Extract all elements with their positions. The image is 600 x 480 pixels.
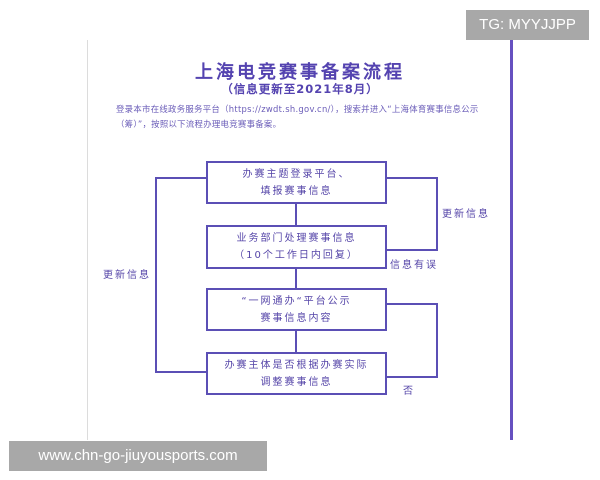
step-3-line2: 赛事信息内容	[260, 312, 333, 324]
step-1-line2: 填报赛事信息	[260, 185, 333, 197]
right-loop-top-v	[436, 177, 438, 251]
left-divider	[87, 40, 88, 440]
step-4-line1: 办赛主体是否根据办赛实际	[224, 359, 369, 371]
step-1-line1: 办赛主题登录平台、	[242, 168, 351, 180]
left-loop-h1	[155, 177, 207, 179]
label-info-error: 信息有误	[390, 260, 438, 271]
connector-1-2	[295, 202, 297, 226]
step-4-box: 办赛主体是否根据办赛实际 调整赛事信息	[206, 352, 387, 395]
step-3-line1: “一网通办“平台公示	[241, 295, 352, 307]
right-accent-bar	[510, 40, 513, 440]
left-loop-h2	[155, 371, 207, 373]
intro-text: 登录本市在线政务服务平台（https://zwdt.sh.gov.cn/），搜索…	[116, 104, 479, 129]
connector-2-3	[295, 267, 297, 289]
right-loop-top-h2	[385, 249, 438, 251]
step-3-box: “一网通办“平台公示 赛事信息内容	[206, 288, 387, 331]
step-2-line2: （10个工作日内回复）	[234, 250, 359, 261]
right-loop-top-h1	[385, 177, 438, 179]
page-title: 上海电竞赛事备案流程	[195, 62, 405, 83]
watermark-bottom-left: www.chn-go-jiuyousports.com	[9, 441, 267, 471]
step-2-line1: 业务部门处理赛事信息	[236, 233, 357, 244]
right-loop-bottom-h1	[385, 303, 438, 305]
step-4-line2: 调整赛事信息	[260, 376, 333, 388]
watermark-top-right: TG: MYYJJPP	[466, 10, 589, 40]
label-update-info-left: 更新信息	[103, 270, 151, 281]
right-loop-bottom-h2	[385, 376, 438, 378]
right-loop-bottom-v	[436, 303, 438, 378]
label-update-info-right: 更新信息	[442, 209, 490, 220]
step-2-box: 业务部门处理赛事信息 （10个工作日内回复）	[206, 225, 387, 269]
page-subtitle: （信息更新至2021年8月）	[221, 82, 379, 96]
label-no: 否	[403, 386, 415, 397]
connector-3-4	[295, 329, 297, 353]
step-1-box: 办赛主题登录平台、 填报赛事信息	[206, 161, 387, 204]
left-loop-v	[155, 177, 157, 373]
